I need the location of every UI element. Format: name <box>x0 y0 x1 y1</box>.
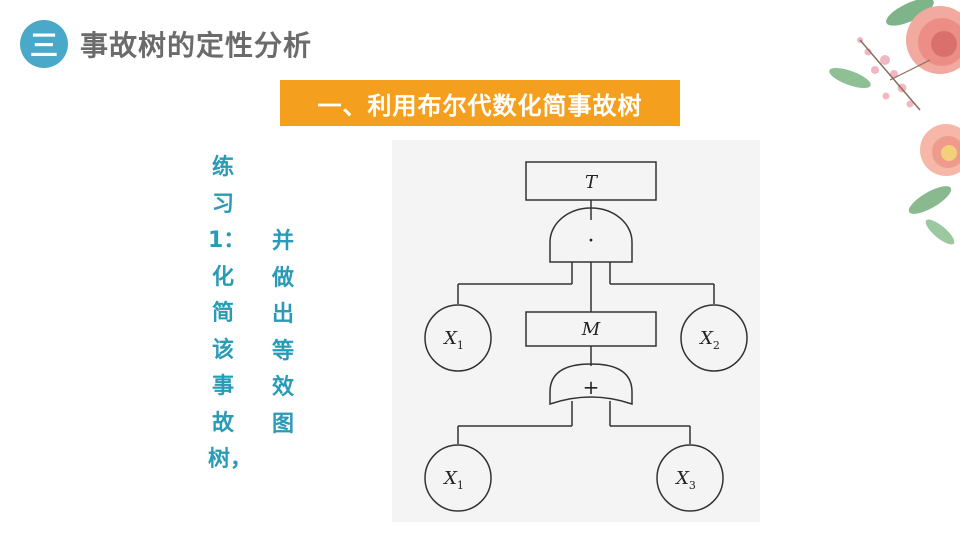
basic-event-x1-circle <box>424 304 492 372</box>
top-event-label: T <box>585 172 599 193</box>
exercise-text-column-1: 练习1：化简该事故树， <box>208 155 253 472</box>
fault-tree-diagram: T · X1 X2 M + X1 <box>392 140 760 522</box>
basic-event-x2-circle <box>680 304 748 372</box>
basic-event-x1-label: X1 <box>442 328 464 352</box>
floral-decoration <box>829 0 960 245</box>
section-number-badge: 三 <box>20 20 68 68</box>
basic-event-x3-label: X3 <box>674 468 696 492</box>
basic-event-x2-label: X2 <box>698 328 720 352</box>
basic-event-x1-bottom-label: X1 <box>442 468 464 492</box>
rose-flower-icon <box>906 6 960 176</box>
basic-event-x3-circle <box>656 444 724 512</box>
exercise-text-column-2: 并做出等效图 <box>271 229 294 437</box>
section-title: 事故树的定性分析 <box>80 29 313 62</box>
basic-event-x1-bottom-circle <box>424 444 492 512</box>
subtitle-banner: 一、利用布尔代数化简事故树 <box>280 80 680 126</box>
middle-event-label: M <box>581 319 601 340</box>
or-gate-symbol <box>549 363 633 406</box>
leaf-icon <box>829 0 955 245</box>
and-gate-label: · <box>588 229 595 254</box>
and-gate-symbol <box>549 207 633 263</box>
or-gate-label: + <box>583 375 600 399</box>
